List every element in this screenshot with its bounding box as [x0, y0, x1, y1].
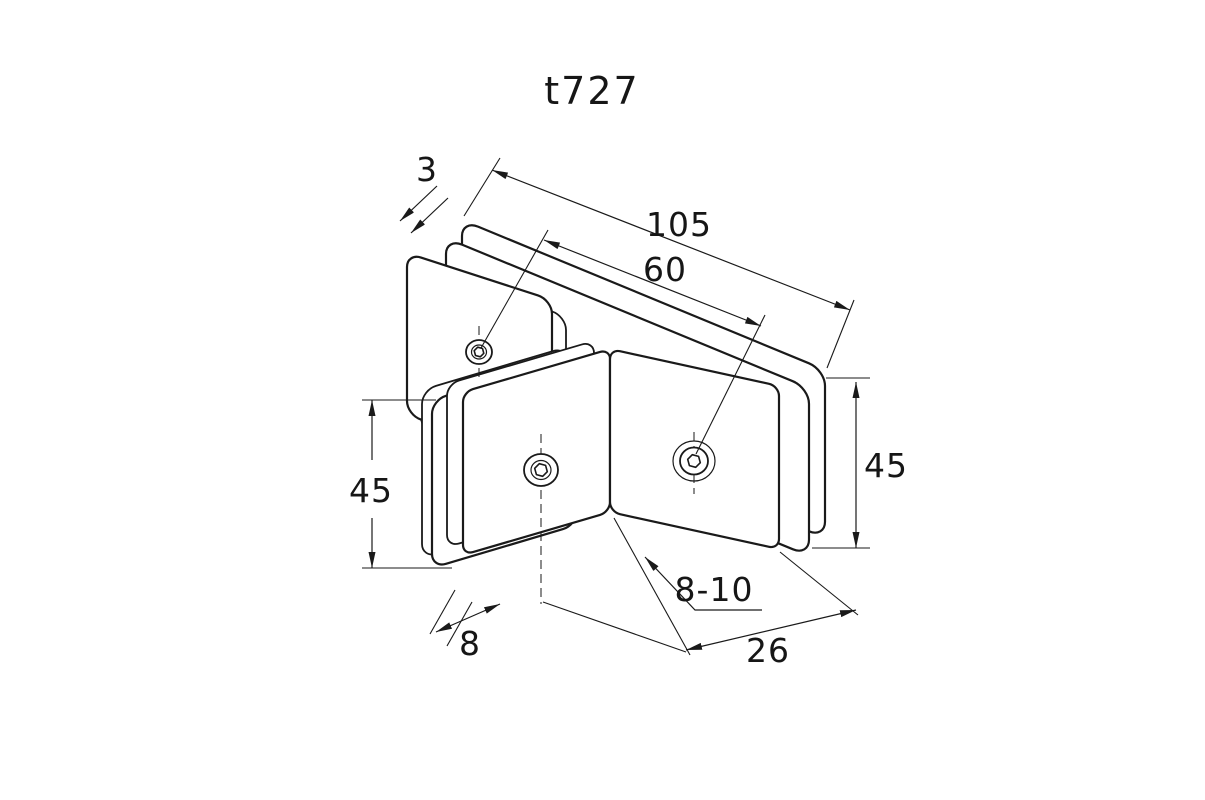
dimension-8: [429, 589, 501, 647]
dimension-60: [480, 229, 766, 455]
dimension-45-left: [362, 399, 452, 569]
dimension-3: [399, 185, 449, 234]
dim-label-8: 8: [459, 624, 481, 663]
hex-socket-icon: [473, 346, 485, 358]
hex-socket-icon: [686, 453, 702, 469]
hex-screw-front-right: [672, 440, 716, 482]
dim-label-3: 3: [416, 150, 438, 189]
dim-label-105: 105: [646, 205, 712, 244]
dim-label-26: 26: [746, 631, 790, 670]
hex-socket-icon: [533, 462, 549, 478]
dim-label-60: 60: [643, 250, 687, 289]
dim-label-45-left: 45: [349, 471, 393, 510]
dim-label-8-10: 8-10: [675, 570, 754, 609]
hex-screw-left: [465, 339, 493, 365]
dimension-45-right: [812, 377, 870, 549]
dim-label-45-right: 45: [864, 446, 908, 485]
drawing-title: t727: [544, 69, 639, 113]
hex-screw-front-left: [523, 453, 559, 487]
dimension-26: [613, 517, 859, 656]
clamp-body: [407, 220, 825, 568]
centerline-extension: [542, 601, 687, 653]
